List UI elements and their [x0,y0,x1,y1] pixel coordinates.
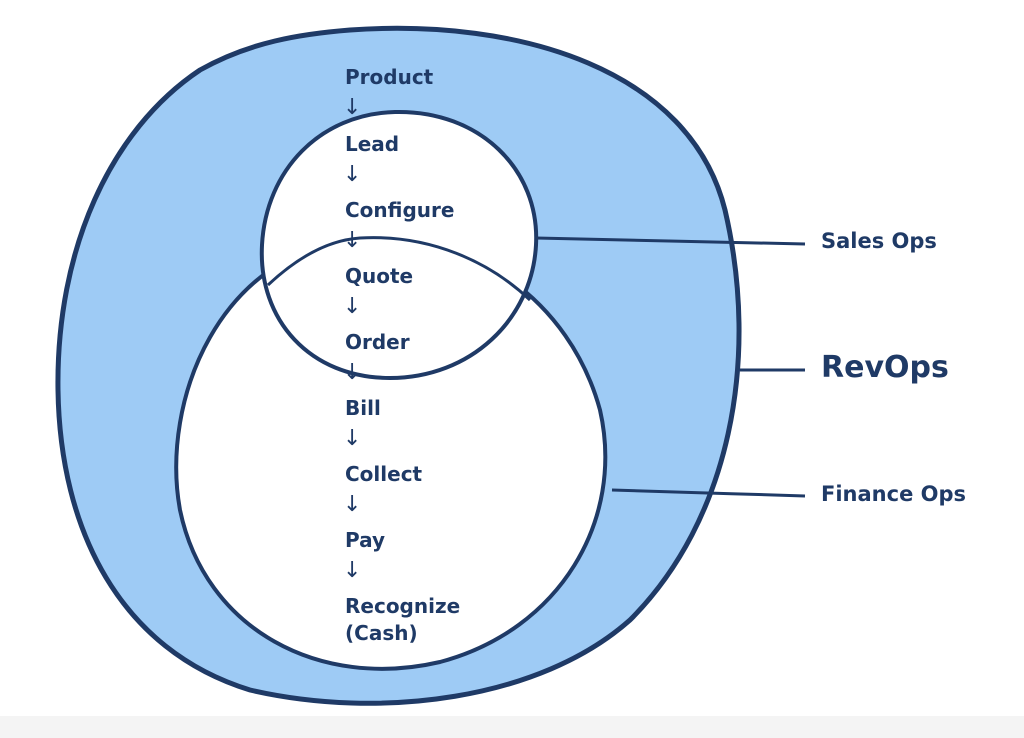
finance-ops-connector [611,488,806,498]
finance-ops-circle [174,235,608,671]
step-order: Order [345,330,410,354]
arrow-down-icon: ↓ [343,294,362,319]
step-configure: Configure [345,198,455,222]
step-quote: Quote [345,264,414,288]
revops-label: RevOps [821,350,949,385]
finance-ops-overlap-arc [266,236,532,302]
arrow-down-icon: ↓ [343,228,362,253]
sales-ops-circle [259,109,539,381]
step-collect: Collect [345,462,423,486]
step-pay: Pay [345,528,386,552]
sales-ops-label: Sales Ops [821,229,937,253]
step-product: Product [345,65,434,89]
step-cash: (Cash) [345,621,418,645]
step-bill: Bill [345,396,381,420]
step-recognize: Recognize [345,594,461,618]
finance-ops-label: Finance Ops [821,482,967,506]
arrow-down-icon: ↓ [343,426,362,451]
arrow-down-icon: ↓ [343,558,362,583]
arrow-down-icon: ↓ [343,360,362,385]
arrow-down-icon: ↓ [343,492,362,517]
bottom-strip [0,716,1024,738]
sales-ops-connector [535,236,806,246]
arrow-down-icon: ↓ [343,95,362,120]
step-lead: Lead [345,132,400,156]
arrow-down-icon: ↓ [343,162,362,187]
